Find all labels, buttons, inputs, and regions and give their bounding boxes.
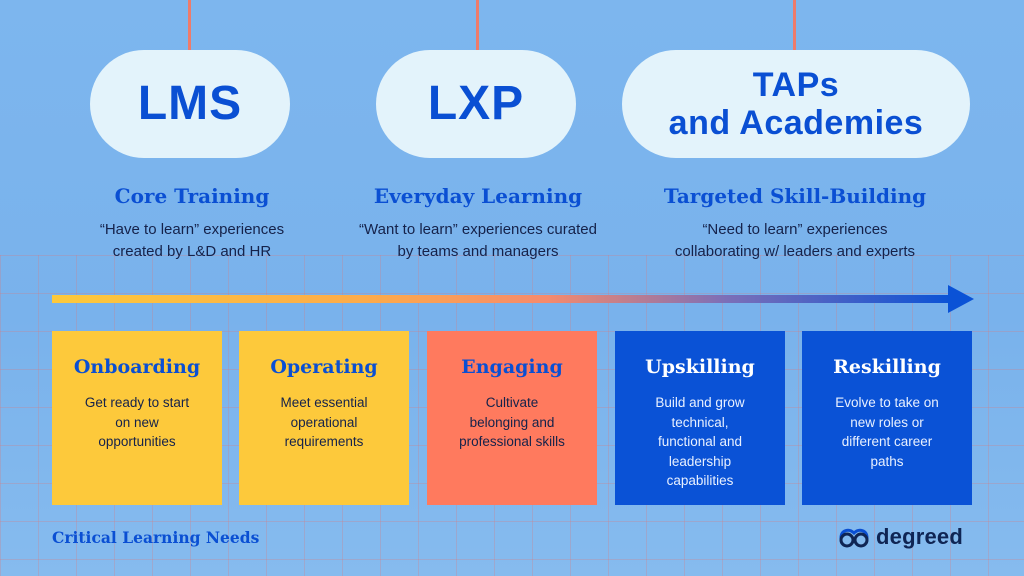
need-card-upskilling: Upskilling Build and grow technical, fun… (615, 331, 785, 505)
platform-pill-lms: LMS (90, 50, 290, 158)
need-description: Get ready to start on new opportunities (84, 395, 190, 449)
need-title: Onboarding (73, 356, 201, 378)
platform-title: LMS (137, 77, 243, 130)
logo-text: degreed (876, 524, 963, 549)
need-description: Evolve to take on new roles or different… (835, 395, 939, 469)
pill-hanger-line (793, 0, 796, 52)
need-title: Reskilling (833, 356, 941, 378)
progression-arrow (52, 285, 974, 313)
platform-description: “Want to learn” experiences curated by t… (359, 221, 597, 260)
need-description: Build and grow technical, functional and… (655, 395, 745, 488)
need-card-engaging: Engaging Cultivate belonging and profess… (427, 331, 597, 505)
platform-heading: Everyday Learning (373, 184, 583, 208)
pill-hanger-line (476, 0, 479, 52)
platform-column-lxp: Everyday Learning “Want to learn” experi… (328, 183, 628, 263)
platform-title: TAPs and Academies (668, 65, 924, 142)
need-card-reskilling: Reskilling Evolve to take on new roles o… (802, 331, 972, 505)
need-description: Cultivate belonging and professional ski… (459, 395, 565, 449)
platform-column-taps: Targeted Skill-Building “Need to learn” … (640, 183, 950, 263)
platform-column-lms: Core Training “Have to learn” experience… (72, 183, 312, 263)
need-description: Meet essential operational requirements (280, 395, 368, 449)
platform-description: “Need to learn” experiences collaboratin… (674, 221, 916, 260)
need-card-onboarding: Onboarding Get ready to start on new opp… (52, 331, 222, 505)
platform-title: LXP (427, 77, 525, 130)
platform-heading: Core Training (114, 184, 270, 208)
platform-description: “Have to learn” experiences created by L… (99, 221, 285, 260)
degreed-logo: degreed (838, 524, 963, 550)
need-title: Operating (270, 356, 378, 378)
platform-heading: Targeted Skill-Building (663, 184, 927, 208)
pill-hanger-line (188, 0, 191, 52)
platform-pill-lxp: LXP (376, 50, 576, 158)
need-card-operating: Operating Meet essential operational req… (239, 331, 409, 505)
need-title: Upskilling (645, 356, 755, 378)
platform-pill-taps: TAPs and Academies (622, 50, 970, 158)
degreed-logo-icon (839, 528, 869, 548)
need-title: Engaging (461, 356, 563, 378)
footer-label: Critical Learning Needs (52, 528, 260, 547)
